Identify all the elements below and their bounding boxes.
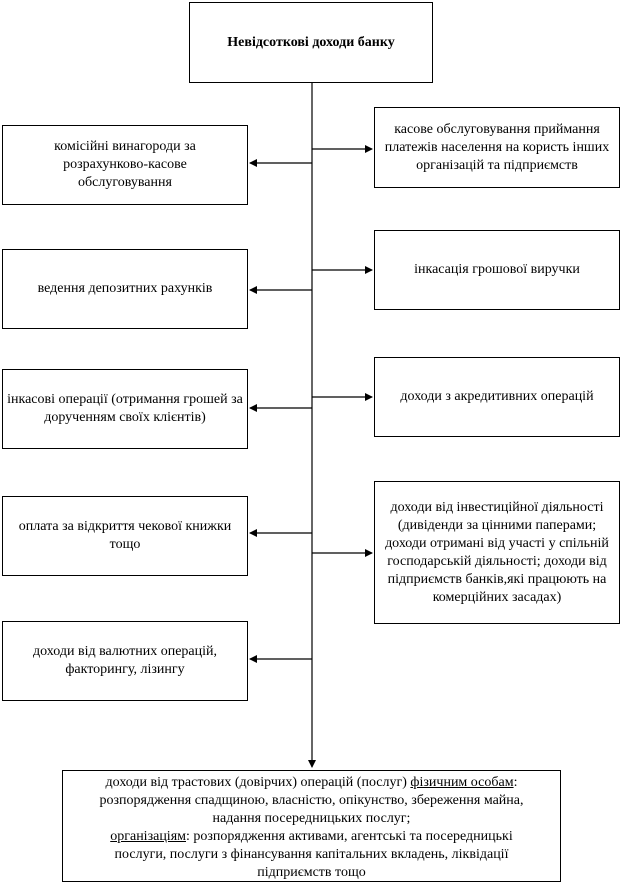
- organizations-label: організаціям: [110, 829, 186, 844]
- right-node-2-label: інкасація грошової виручки: [414, 262, 580, 277]
- bottom-line-4: організаціям: розпорядження активами, аг…: [63, 828, 560, 846]
- right-node-1: касове обслуговування приймання платежів…: [374, 107, 620, 188]
- root-node: Невідсоткові доходи банку: [189, 2, 433, 83]
- right-node-4-label: доходи від інвестиційної діяльності (див…: [385, 499, 609, 605]
- individuals-label: фізичним особам: [410, 775, 514, 790]
- right-node-4: доходи від інвестиційної діяльності (див…: [374, 481, 620, 624]
- bottom-line-1-prefix: доходи від трастових (довірчих) операцій…: [105, 775, 411, 790]
- bottom-line-4-suffix: : розпорядження активами, агентські та п…: [186, 829, 513, 844]
- bottom-line-2: розпорядження спадщиною, власністю, опік…: [99, 793, 524, 808]
- right-node-2: інкасація грошової виручки: [374, 230, 620, 310]
- root-node-label: Невідсоткові доходи банку: [227, 34, 395, 50]
- left-node-1-label: комісійні винагороди за розрахунково-кас…: [54, 139, 196, 190]
- left-node-3: інкасові операції (отримання грошей за д…: [2, 369, 248, 449]
- bottom-line-1: доходи від трастових (довірчих) операцій…: [63, 774, 560, 792]
- left-node-4: оплата за відкриття чекової книжки тощо: [2, 496, 248, 576]
- left-node-1: комісійні винагороди за розрахунково-кас…: [2, 125, 248, 205]
- left-node-5: доходи від валютних операцій, факторингу…: [2, 621, 248, 701]
- bottom-line-3: надання посередницьких послуг;: [212, 811, 411, 826]
- left-node-2: ведення депозитних рахунків: [2, 249, 248, 329]
- left-node-5-label: доходи від валютних операцій, факторингу…: [33, 644, 217, 677]
- left-node-2-label: ведення депозитних рахунків: [37, 281, 213, 296]
- left-node-4-label: оплата за відкриття чекової книжки тощо: [18, 519, 232, 552]
- bottom-line-6: підприємств тощо: [257, 865, 366, 880]
- bottom-node: доходи від трастових (довірчих) операцій…: [62, 770, 561, 882]
- right-node-1-label: касове обслуговування приймання платежів…: [384, 121, 610, 173]
- left-node-3-label: інкасові операції (отримання грошей за д…: [7, 392, 243, 425]
- right-node-3: доходи з акредитивних операцій: [374, 357, 620, 437]
- bottom-line-1-suffix: :: [513, 775, 518, 790]
- bottom-line-5: послуги, послуги з фінансування капіталь…: [114, 847, 509, 862]
- right-node-3-label: доходи з акредитивних операцій: [400, 389, 594, 404]
